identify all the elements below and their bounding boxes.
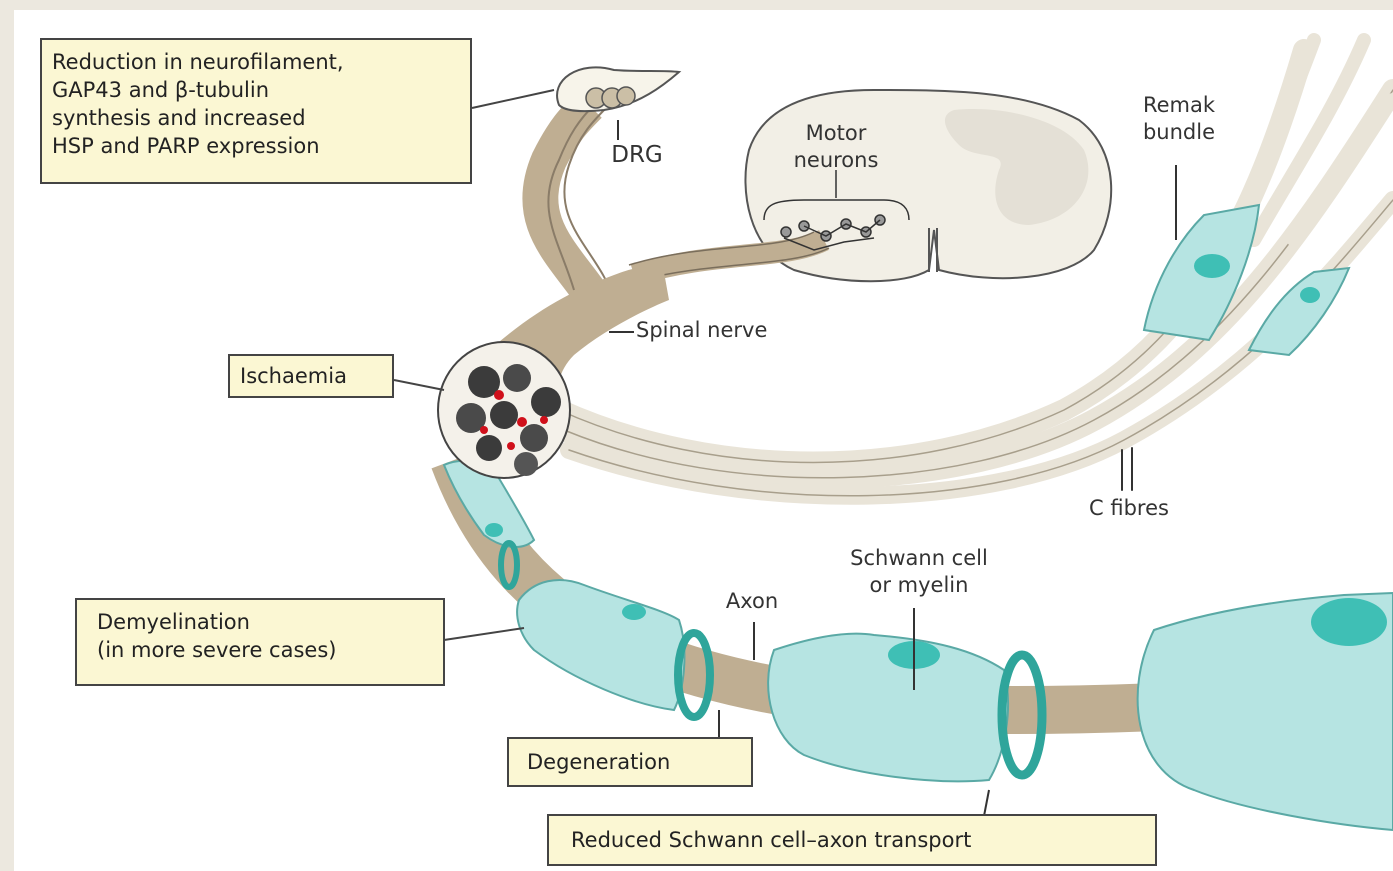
- label-remak-bundle: Remak bundle: [1114, 92, 1244, 146]
- label-c-fibres: C fibres: [1064, 495, 1194, 522]
- label-line: Remak: [1114, 92, 1244, 119]
- label-schwann-cell: Schwann cell or myelin: [804, 545, 1034, 599]
- label-line: Schwann cell: [804, 545, 1034, 572]
- label-axon: Axon: [702, 588, 802, 615]
- label-line: Motor: [766, 120, 906, 147]
- diagram-canvas: Reduction in neurofilament, GAP43 and β-…: [14, 10, 1393, 871]
- nerve-cross-section: [438, 342, 570, 478]
- callout-transport: Reduced Schwann cell–axon transport: [547, 814, 1157, 866]
- callout-line: (in more severe cases): [97, 636, 433, 664]
- label-motor-neurons: Motor neurons: [766, 120, 906, 174]
- callout-line: Reduction in neurofilament,: [52, 48, 460, 76]
- callout-line: GAP43 and β-tubulin: [52, 76, 460, 104]
- callout-line: synthesis and increased: [52, 104, 460, 132]
- label-line: bundle: [1114, 119, 1244, 146]
- callout-protein-synthesis: Reduction in neurofilament, GAP43 and β-…: [40, 38, 472, 184]
- label-line: neurons: [766, 147, 906, 174]
- callout-degeneration: Degeneration: [507, 737, 753, 787]
- label-line: or myelin: [804, 572, 1034, 599]
- label-spinal-nerve: Spinal nerve: [636, 317, 826, 344]
- label-drg: DRG: [592, 142, 682, 169]
- callout-line: Demyelination: [97, 608, 433, 636]
- callout-demyelination: Demyelination (in more severe cases): [75, 598, 445, 686]
- callout-line: HSP and PARP expression: [52, 132, 460, 160]
- callout-ischaemia: Ischaemia: [228, 354, 394, 398]
